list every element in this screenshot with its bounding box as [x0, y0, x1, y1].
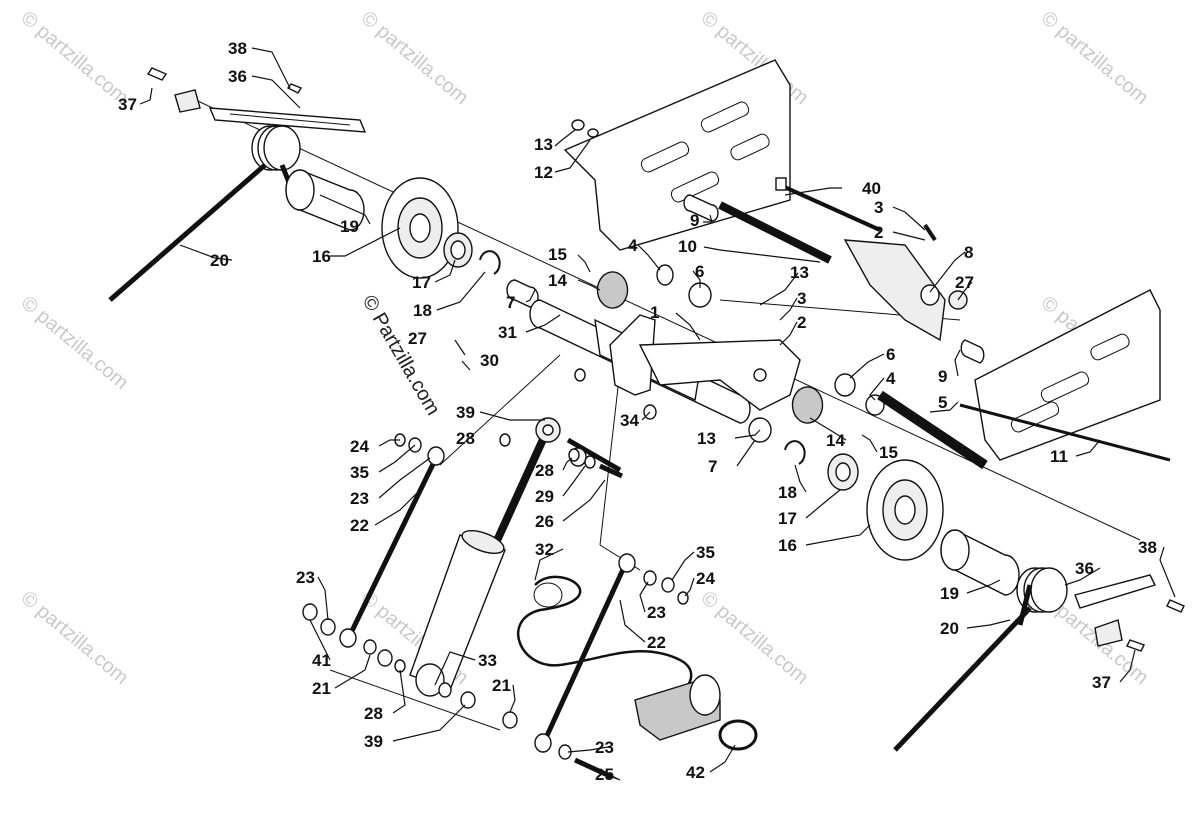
callout-2: 2	[874, 223, 883, 242]
callout-9: 9	[690, 211, 699, 230]
callout-35: 35	[350, 463, 369, 482]
callout-13: 13	[534, 135, 553, 154]
callout-30: 30	[480, 351, 499, 370]
callout-labels: 38 36 37 19 16 20 17 18 13 12 40 3 2 8 2…	[118, 39, 1157, 784]
callout-36: 36	[228, 67, 247, 86]
callout-16: 16	[312, 247, 331, 266]
right-wheel-assembly	[784, 440, 1020, 596]
callout-14: 14	[548, 271, 567, 290]
callout-3: 3	[874, 198, 883, 217]
callout-23: 23	[647, 603, 666, 622]
leader-lines	[139, 47, 1176, 781]
callout-42: 42	[686, 763, 705, 782]
watermark: © partzilla.com	[17, 7, 133, 109]
callout-14: 14	[826, 431, 845, 450]
callout-24: 24	[696, 569, 715, 588]
callout-9: 9	[938, 367, 947, 386]
watermark: © partzilla.com	[1037, 7, 1153, 109]
callout-7: 7	[506, 293, 515, 312]
callout-26: 26	[535, 512, 554, 531]
shock-reservoir	[517, 575, 758, 751]
callout-11: 11	[1050, 447, 1068, 466]
callout-15: 15	[548, 245, 567, 264]
left-wheel-assembly	[285, 169, 539, 308]
callout-18: 18	[778, 483, 797, 502]
callout-16: 16	[778, 536, 797, 555]
callout-13: 13	[697, 429, 716, 448]
callout-31: 31	[498, 323, 517, 342]
callout-41: 41	[312, 651, 331, 670]
callout-21: 21	[492, 676, 511, 695]
callout-15: 15	[879, 443, 898, 462]
callout-2: 2	[797, 313, 806, 332]
callout-12: 12	[534, 163, 553, 182]
callout-36: 36	[1075, 559, 1094, 578]
callout-21: 21	[312, 679, 331, 698]
callout-39: 39	[456, 403, 475, 422]
callout-27: 27	[955, 273, 974, 292]
callout-25: 25	[595, 765, 614, 784]
callout-28: 28	[535, 461, 554, 480]
callout-5: 5	[938, 393, 947, 412]
callout-6: 6	[886, 345, 895, 364]
callout-18: 18	[413, 301, 432, 320]
shaft-assembly	[683, 177, 985, 364]
callout-32: 32	[535, 540, 554, 559]
callout-37: 37	[1092, 673, 1111, 692]
upper-rail-plate	[563, 59, 791, 251]
watermark: © partzilla.com	[357, 7, 473, 109]
callout-10: 10	[678, 237, 697, 256]
callout-4: 4	[628, 236, 638, 255]
callout-17: 17	[412, 273, 431, 292]
callout-34: 34	[620, 411, 639, 430]
callout-23: 23	[595, 738, 614, 757]
callout-28: 28	[456, 429, 475, 448]
callout-38: 38	[1138, 538, 1157, 557]
callout-22: 22	[647, 633, 666, 652]
watermark: © partzilla.com	[697, 587, 813, 689]
center-arm-assembly	[529, 264, 988, 470]
left-spring-assembly	[108, 67, 367, 302]
callout-13: 13	[790, 263, 809, 282]
callout-24: 24	[350, 437, 369, 456]
callout-19: 19	[940, 584, 959, 603]
lower-rail-plate	[959, 289, 1171, 462]
callout-19: 19	[340, 217, 359, 236]
callout-29: 29	[535, 487, 554, 506]
left-link-rod	[302, 433, 518, 729]
callout-23: 23	[350, 489, 369, 508]
callout-17: 17	[778, 509, 797, 528]
shock-absorber	[409, 417, 622, 697]
callout-27: 27	[408, 329, 427, 348]
callout-39: 39	[364, 732, 383, 751]
watermark: © partzilla.com	[17, 587, 133, 689]
callout-33: 33	[478, 651, 497, 670]
callout-20: 20	[940, 619, 959, 638]
callout-23: 23	[296, 568, 315, 587]
callout-37: 37	[118, 95, 137, 114]
right-spring-assembly	[893, 567, 1185, 752]
callout-20: 20	[210, 251, 229, 270]
watermark: © partzilla.com	[17, 292, 133, 394]
callout-3: 3	[797, 289, 806, 308]
callout-22: 22	[350, 516, 369, 535]
callout-28: 28	[364, 704, 383, 723]
callout-38: 38	[228, 39, 247, 58]
callout-4: 4	[886, 369, 896, 388]
callout-35: 35	[696, 543, 715, 562]
right-link-rod	[499, 433, 689, 780]
callout-8: 8	[964, 243, 973, 262]
callout-1: 1	[650, 303, 659, 322]
callout-6: 6	[695, 262, 704, 281]
callout-40: 40	[862, 179, 881, 198]
callout-7: 7	[708, 457, 717, 476]
